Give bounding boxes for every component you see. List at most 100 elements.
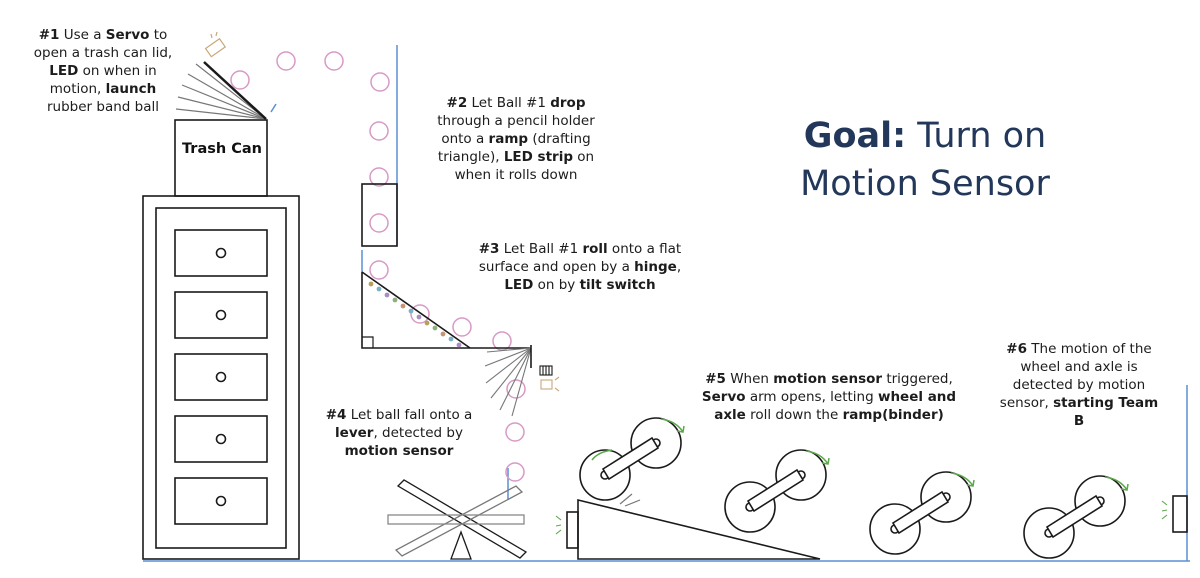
drawer-knob (215, 371, 227, 383)
goal-text: Turn on Motion Sensor (800, 116, 1050, 204)
wheel-and-axle (869, 471, 972, 555)
tilt-switch-icon (539, 365, 553, 376)
drawer (174, 353, 268, 401)
ball-path (230, 51, 526, 482)
step-4-text: motion sensor (344, 443, 454, 459)
step-4-note: #4 Let ball fall onto a lever, detected … (324, 406, 474, 460)
step-5-text: motion sensor (773, 371, 883, 387)
hinge-motion (484, 347, 532, 417)
step-5-text: ramp(binder) (842, 407, 944, 423)
step-3-text: Let Ball #1 (499, 241, 583, 257)
led-strip (368, 281, 462, 348)
step-2-text: (drafting triangle), (437, 131, 591, 165)
drawer-knob (215, 247, 227, 259)
step-2-text: drop (550, 95, 586, 111)
step-1-text: on when in motion, (49, 63, 157, 97)
step-5-text: arm opens, letting (745, 389, 878, 405)
ball (370, 72, 390, 92)
wheel-and-axle (579, 417, 682, 501)
motion-sensor-icon (1161, 500, 1168, 520)
step-3-note: #3 Let Ball #1 roll onto a flat surface … (470, 240, 690, 294)
step-6-text: starting Team B (1053, 395, 1159, 429)
step-1-text: launch (105, 81, 157, 97)
step-1-text: #1 (38, 27, 60, 43)
rotation-arrow-icon (591, 418, 1129, 491)
step-3-text: tilt switch (579, 277, 656, 293)
step-3-text: #3 (478, 241, 500, 257)
drafting-triangle-ramp (361, 271, 530, 349)
servo-icon (204, 31, 227, 58)
step-5-text: roll down the (745, 407, 843, 423)
step-1-note: #1 Use a Servo to open a trash can lid, … (28, 26, 178, 116)
step-6-text: #6 (1006, 341, 1027, 357)
step-3-text: LED (504, 277, 534, 293)
ball (369, 121, 389, 141)
drawer-knob (215, 495, 227, 507)
step-3-text: , (676, 259, 682, 275)
step-2-text: ramp (488, 131, 529, 147)
motion-sensor-icon (555, 515, 562, 535)
step-3-text: roll (582, 241, 608, 257)
drawer (174, 229, 268, 277)
step-2-text: on when it rolls down (454, 149, 595, 183)
drawer (174, 291, 268, 339)
ball (276, 51, 296, 71)
led-icon (540, 376, 560, 392)
ball (492, 331, 512, 351)
ball (369, 167, 389, 187)
step-4-text: , detected by (373, 425, 463, 441)
step-5-note: #5 When motion sensor triggered, Servo a… (693, 370, 965, 424)
step-1-text: LED (49, 63, 79, 79)
wheel-and-axle-frames (579, 417, 1126, 559)
step-2-text: #2 (446, 95, 468, 111)
step-4-text: Let ball fall onto a (346, 407, 473, 423)
step-3-text: onto a flat surface and open by a (478, 241, 682, 275)
motion-sensor (1172, 495, 1188, 533)
ball (369, 260, 389, 280)
drawer (174, 415, 268, 463)
trash-wall-tick (270, 103, 277, 113)
step-5-text: triggered, (882, 371, 953, 387)
ball (230, 70, 250, 90)
step-5-text: When (725, 371, 774, 387)
step-1-text: Use a (59, 27, 106, 43)
step-3-text: on by (533, 277, 580, 293)
step-3-text: hinge (634, 259, 677, 275)
trash-can-lid (203, 61, 267, 120)
step-2-text: LED strip (503, 149, 573, 165)
drawer-knob (215, 309, 227, 321)
step-1-text: Servo (105, 27, 150, 43)
step-2-text: through a pencil holder onto a (437, 113, 595, 147)
ball (505, 462, 525, 482)
step-5-text: Servo (701, 389, 746, 405)
goal-prefix: Goal: (803, 116, 907, 156)
step-5-text: #5 (705, 371, 726, 387)
trash-can-label: Trash Can (182, 141, 262, 157)
drawer-cabinet (142, 195, 300, 560)
pencil-holder (361, 183, 398, 247)
step-4-text: lever (335, 425, 374, 441)
ball (505, 422, 525, 442)
ball (369, 213, 389, 233)
step-6-note: #6 The motion of the wheel and axle is d… (998, 340, 1160, 430)
step-6-text: The motion of the wheel and axle is dete… (999, 341, 1152, 411)
ball (324, 51, 344, 71)
step-2-text: Let Ball #1 (467, 95, 551, 111)
goal-title: Goal: Turn on Motion Sensor (760, 112, 1090, 208)
trash-can-lid-motion (175, 63, 267, 120)
drawer-knob (215, 433, 227, 445)
binder-ramp (566, 498, 821, 560)
drawer (174, 477, 268, 525)
lever (387, 479, 528, 560)
wheel-and-axle (1023, 475, 1126, 559)
ball (506, 379, 526, 399)
servo-arm (619, 493, 641, 507)
step-2-note: #2 Let Ball #1 drop through a pencil hol… (432, 94, 600, 184)
step-4-text: #4 (325, 407, 347, 423)
trash-can (174, 119, 268, 197)
wheel-and-axle (724, 449, 827, 533)
ball (452, 317, 472, 337)
step-1-text: to open a trash can lid, (33, 27, 173, 61)
step-5-text: wheel and axle (714, 389, 957, 423)
